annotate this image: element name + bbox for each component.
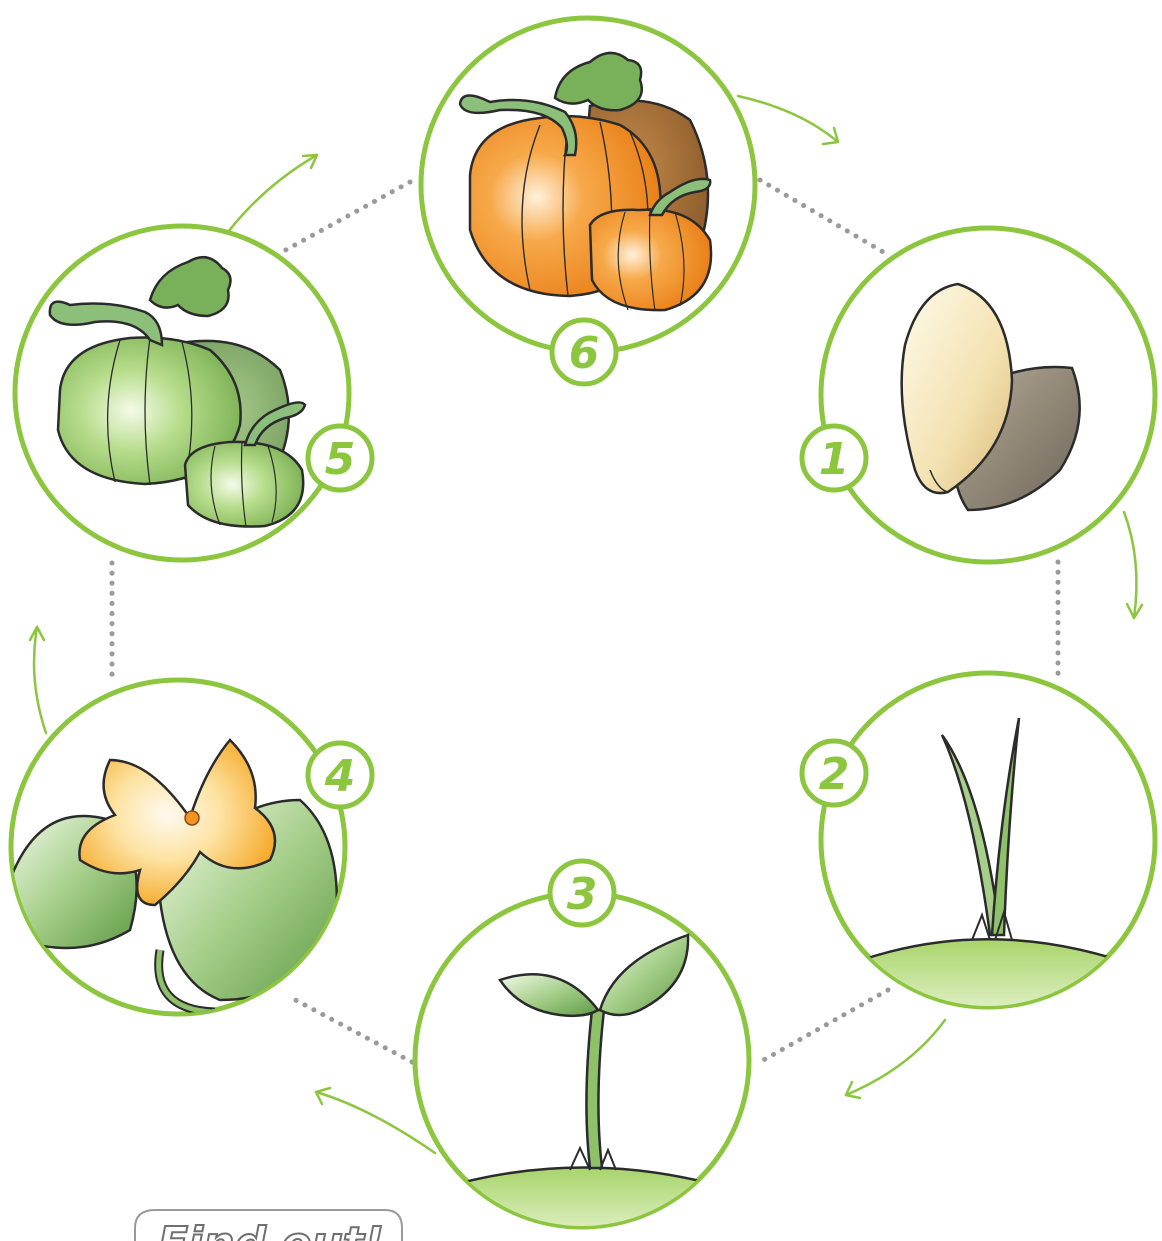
stage-6-circle bbox=[421, 18, 755, 352]
arrow-1-to-2 bbox=[1124, 512, 1142, 618]
stage-3-badge: 3 bbox=[550, 861, 614, 925]
arrow-4-to-5 bbox=[30, 627, 46, 733]
stage-4-number: 4 bbox=[324, 751, 356, 802]
stage-1-circle bbox=[821, 228, 1155, 562]
stage-1-number: 1 bbox=[819, 434, 850, 485]
stage-3-circle bbox=[415, 893, 750, 1241]
stage-2-circle bbox=[821, 673, 1160, 1040]
arrow-2-to-3 bbox=[846, 1020, 945, 1098]
stage-5-badge: 5 bbox=[308, 426, 372, 490]
stage-4-circle bbox=[10, 680, 345, 1014]
stage-2-number: 2 bbox=[819, 749, 850, 800]
stage-3-number: 3 bbox=[567, 869, 598, 920]
stage-6-badge: 6 bbox=[552, 320, 616, 384]
arrow-5-to-6 bbox=[228, 155, 317, 232]
stage-5-circle bbox=[15, 226, 349, 560]
stage-6-number: 6 bbox=[569, 328, 600, 379]
stage-5-number: 5 bbox=[325, 434, 356, 485]
find-out-tag: Find out! bbox=[135, 1210, 402, 1241]
find-out-tag-text: Find out! bbox=[158, 1218, 384, 1241]
stage-4-badge: 4 bbox=[308, 743, 372, 807]
stage-2-badge: 2 bbox=[802, 741, 866, 805]
arrow-6-to-1 bbox=[738, 96, 838, 144]
stage-1-badge: 1 bbox=[802, 426, 866, 490]
